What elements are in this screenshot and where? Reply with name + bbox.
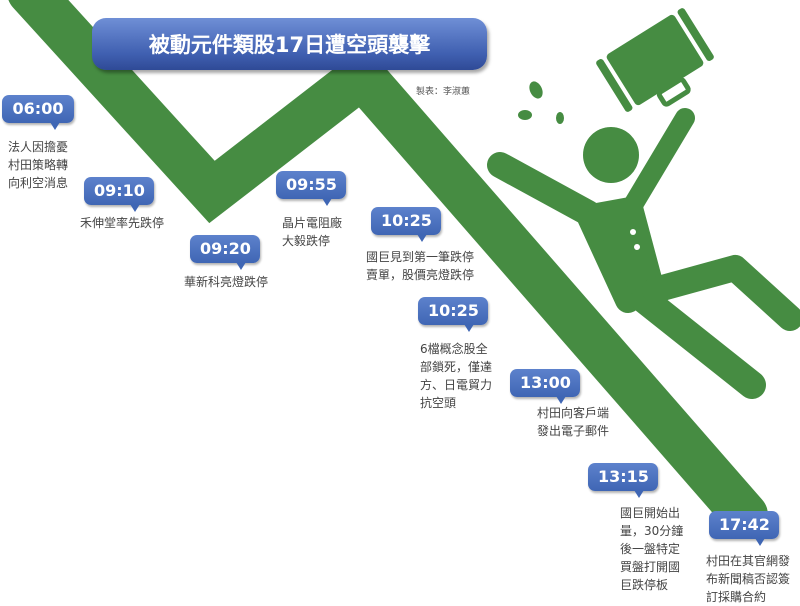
event-note: 國巨開始出 量，30分鐘 後一盤特定 買盤打開國 巨跌停板 — [620, 506, 684, 592]
trend-line — [8, 0, 768, 538]
falling-man-icon — [487, 8, 800, 399]
time-bubble: 06:00 — [2, 95, 74, 130]
event-note: 國巨見到第一筆跌停 賣單，股價亮燈跌停 — [366, 250, 475, 282]
event-note: 法人因擔憂 村田策略轉 向利空消息 — [8, 140, 69, 190]
time-bubble: 09:20 — [190, 235, 260, 270]
time-bubble: 17:42 — [709, 511, 779, 546]
page-title: 被動元件類股17日遭空頭襲擊 — [92, 18, 487, 70]
event-note: 村田向客戶端 發出電子郵件 — [537, 406, 610, 438]
time-bubble: 13:00 — [510, 369, 580, 404]
credit: 製表：李淑蕙 — [416, 87, 471, 97]
event-note: 村田在其官網發 布新聞稿否認簽 訂採購合約 — [706, 554, 791, 604]
time-bubble: 10:25 — [418, 297, 488, 332]
event-note: 華新科亮燈跌停 — [184, 275, 269, 289]
event-note: 6檔概念股全 部鎖死，僅達 方、日電貿力 抗空頭 — [420, 342, 493, 410]
time-bubble: 09:55 — [276, 171, 346, 206]
event-note: 晶片電阻廠 大毅跌停 — [282, 216, 343, 248]
event-note: 禾伸堂率先跌停 — [80, 216, 165, 230]
time-bubble: 09:10 — [84, 177, 154, 212]
time-bubble: 13:15 — [588, 463, 658, 498]
briefcase-icon — [596, 8, 714, 112]
time-bubble: 10:25 — [371, 207, 441, 242]
